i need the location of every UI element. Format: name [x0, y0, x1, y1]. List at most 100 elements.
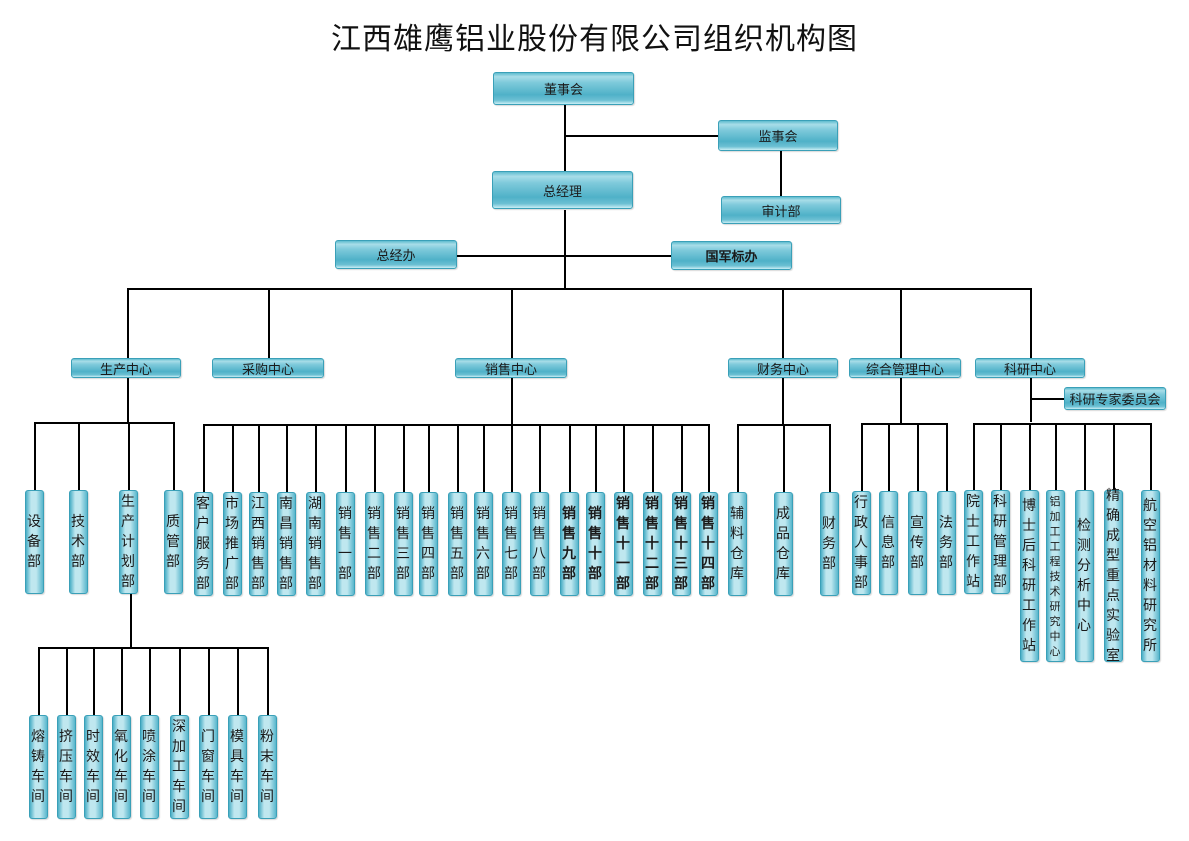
box-label: 销售九部: [562, 506, 576, 582]
connector-line: [780, 150, 782, 197]
connector-line: [208, 647, 210, 716]
box-label: 销售三部: [396, 506, 410, 582]
connector-line: [127, 288, 129, 359]
workshop-box: 粉末车间: [257, 715, 277, 819]
research-dept-box: 博士后科研工作站: [1019, 490, 1039, 662]
sales-dept-box: 销售六部: [473, 492, 493, 596]
connector-line: [483, 424, 485, 493]
connector-line: [782, 378, 784, 424]
box-label: 生产计划部: [121, 494, 135, 590]
sales-center-box: 销售中心: [455, 358, 567, 378]
military-office-box: 国军标办: [671, 241, 792, 270]
connector-line: [1030, 378, 1032, 422]
connector-line: [888, 423, 890, 492]
production-dept-box: 设备部: [24, 490, 44, 594]
sales-dept-box: 客户服务部: [193, 492, 213, 596]
box-label: 挤压车间: [59, 729, 73, 805]
box-label: 辅料仓库: [730, 506, 744, 582]
workshop-box: 深加工车间: [169, 715, 189, 819]
research-dept-box: 航空铝材料研究所: [1140, 490, 1160, 662]
connector-line: [1030, 398, 1064, 400]
finance-dept-box: 辅料仓库: [727, 492, 747, 596]
box-label: 销售二部: [367, 506, 381, 582]
sales-dept-box: 销售七部: [501, 492, 521, 596]
connector-line: [829, 424, 831, 493]
workshop-box: 喷涂车间: [139, 715, 159, 819]
box-label: 技术部: [71, 514, 85, 570]
connector-line: [149, 647, 151, 716]
connector-line: [78, 422, 80, 491]
box-label: 销售一部: [338, 506, 352, 582]
box-label: 南昌销售部: [279, 496, 293, 592]
connector-line: [268, 288, 270, 359]
connector-line: [173, 422, 175, 491]
production-center-box: 生产中心: [71, 358, 181, 378]
admin-dept-box: 信息部: [878, 491, 898, 595]
research-dept-box: 精确成型重点实验室: [1103, 488, 1123, 664]
workshop-box: 挤压车间: [56, 715, 76, 819]
connector-line: [93, 647, 95, 716]
connector-line: [973, 423, 1150, 425]
connector-line: [128, 422, 130, 491]
connector-line: [286, 424, 288, 493]
box-label: 江西销售部: [251, 496, 265, 592]
box-label: 销售十三部: [674, 496, 688, 592]
box-label: 销售五部: [450, 506, 464, 582]
purchasing-center-box: 采购中心: [212, 358, 324, 378]
connector-line: [1055, 423, 1057, 491]
workshop-box: 氧化车间: [111, 715, 131, 819]
sales-dept-box: 销售一部: [335, 492, 355, 596]
box-label: 销售四部: [421, 506, 435, 582]
connector-line: [127, 378, 129, 422]
connector-line: [511, 288, 513, 359]
connector-line: [374, 424, 376, 493]
connector-line: [121, 647, 123, 716]
box-label: 模具车间: [230, 729, 244, 805]
general-manager-box: 总经理: [492, 171, 633, 209]
sales-dept-box: 销售九部: [559, 492, 579, 596]
admin-center-box: 综合管理中心: [849, 358, 961, 378]
box-label: 航空铝材料研究所: [1143, 498, 1157, 654]
connector-line: [681, 424, 683, 493]
connector-line: [179, 647, 181, 716]
sales-dept-box: 销售八部: [529, 492, 549, 596]
research-center-box: 科研中心: [975, 358, 1085, 378]
sales-dept-box: 湖南销售部: [305, 492, 325, 596]
sales-dept-box: 销售三部: [393, 492, 413, 596]
connector-line: [203, 424, 205, 493]
box-label: 信息部: [881, 515, 895, 571]
box-label: 销售十部: [588, 506, 602, 582]
box-label: 检测分析中心: [1077, 518, 1091, 634]
connector-line: [708, 424, 710, 493]
box-label: 质管部: [166, 514, 180, 570]
box-label: 院士工作站: [966, 494, 980, 590]
connector-line: [564, 105, 566, 172]
connector-line: [315, 424, 317, 493]
connector-line: [1000, 423, 1002, 491]
board-box: 董事会: [493, 72, 634, 105]
box-label: 湖南销售部: [308, 496, 322, 592]
gm-office-box: 总经办: [335, 240, 457, 269]
production-dept-box: 质管部: [163, 490, 183, 594]
connector-line: [258, 424, 260, 493]
research-committee-box: 科研专家委员会: [1064, 387, 1166, 410]
connector-line: [595, 424, 597, 493]
sales-dept-box: 销售二部: [364, 492, 384, 596]
box-label: 销售六部: [476, 506, 490, 582]
connector-line: [127, 288, 1030, 290]
connector-line: [428, 424, 430, 493]
connector-line: [900, 378, 902, 423]
box-label: 销售十一部: [616, 496, 630, 592]
box-label: 销售七部: [504, 506, 518, 582]
connector-line: [403, 424, 405, 493]
box-label: 销售十二部: [645, 496, 659, 592]
sales-dept-box: 销售四部: [418, 492, 438, 596]
chart-title: 江西雄鹰铝业股份有限公司组织机构图: [331, 22, 858, 57]
connector-line: [564, 135, 719, 137]
box-label: 深加工车间: [172, 719, 186, 815]
workshop-box: 熔铸车间: [28, 715, 48, 819]
connector-line: [900, 288, 902, 359]
box-label: 精确成型重点实验室: [1106, 488, 1120, 664]
connector-line: [1029, 423, 1031, 491]
connector-line: [66, 647, 68, 716]
